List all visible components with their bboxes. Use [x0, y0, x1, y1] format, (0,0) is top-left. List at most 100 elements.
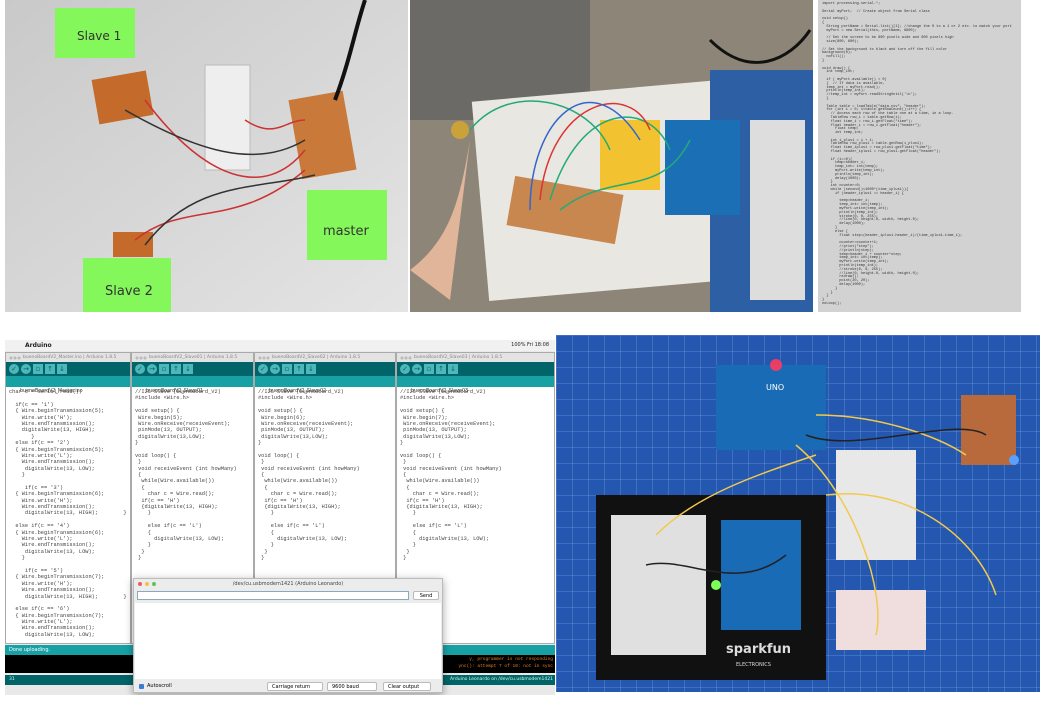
code-line: Wire.write('H'); — [9, 414, 73, 421]
code-line: Wire.write('L'); — [9, 619, 73, 626]
code-line: temp_int= int(temp); — [822, 203, 883, 208]
code-line: Table table = loadTable("data.csv", "hea… — [822, 104, 926, 109]
verify-icon[interactable]: ✓ — [135, 364, 145, 374]
code-line: if(c == 'H') — [400, 497, 445, 504]
code-line: void receiveEvent (int howMany) — [135, 465, 237, 472]
verify-icon[interactable]: ✓ — [9, 364, 19, 374]
sketch-tab[interactable]: buenoBoardV2_Slave02 — [261, 387, 335, 397]
breadboard — [836, 450, 916, 560]
save-icon[interactable]: ↓ — [306, 364, 316, 374]
code-line: size(800, 600); — [822, 39, 859, 44]
save-icon[interactable]: ↓ — [183, 364, 193, 374]
send-button[interactable]: Send — [413, 591, 439, 600]
new-icon[interactable]: ▫ — [282, 364, 292, 374]
code-line: if (i==0){ — [822, 157, 853, 162]
code-line: { — [135, 484, 145, 491]
code-line: digitalWrite(13,LOW); — [258, 433, 328, 440]
upload-icon[interactable]: → — [412, 364, 422, 374]
code-line: Wire.endTransmission(); — [9, 587, 95, 594]
verify-icon[interactable]: ✓ — [258, 364, 268, 374]
app-menu[interactable]: Arduino — [25, 342, 52, 349]
serial-monitor-window: /dev/cu.usbmodem1421 (Arduino Leonardo) … — [133, 578, 443, 693]
code-line: char c = Wire.read(); — [135, 491, 215, 498]
open-icon[interactable]: ↑ — [45, 364, 55, 374]
code-line: void setup() — [822, 17, 848, 22]
save-icon[interactable]: ↓ — [57, 364, 67, 374]
open-icon[interactable]: ↑ — [171, 364, 181, 374]
code-line: } — [400, 440, 404, 447]
new-icon[interactable]: ▫ — [33, 364, 43, 374]
verify-icon[interactable]: ✓ — [400, 364, 410, 374]
upload-icon[interactable]: → — [270, 364, 280, 374]
new-icon[interactable]: ▫ — [424, 364, 434, 374]
open-icon[interactable]: ↑ — [436, 364, 446, 374]
line-ending-select[interactable]: Carriage return — [267, 682, 323, 691]
code-line: //print("step"); — [822, 245, 874, 249]
code-line: myPort = new Serial(this, portName, 9600… — [822, 28, 917, 33]
code-line: } — [135, 548, 145, 555]
code-line: //println(step); — [822, 248, 874, 253]
serial-input[interactable] — [137, 591, 409, 600]
code-line: //line(0, height-0, width, height-0); — [822, 271, 920, 276]
code-line: while(Wire.available()) — [400, 478, 480, 485]
code-line: Wire.endTransmission(); — [9, 420, 95, 427]
code-line: { — [822, 20, 825, 25]
code-line: TableRow row_i = table.getRow(i); — [822, 115, 902, 120]
code-line: } — [822, 286, 838, 291]
code-line: float step=(header_iplus1-header_i)/(tim… — [822, 233, 963, 238]
code-line: //I2C Slave (BuenoBoard_V2) — [400, 389, 486, 395]
arduino-board — [721, 520, 801, 630]
save-icon[interactable]: ↓ — [448, 364, 458, 374]
slave1-board — [91, 70, 154, 125]
code-editor[interactable]: //I2C Slave (BuenoBoard_V2)#include <Wir… — [132, 387, 253, 564]
code-line: stroke(0, 0, 255); — [822, 214, 879, 219]
sketch-tab[interactable]: buenoBoardV2_Master.ino — [12, 387, 91, 397]
code-line: while(Wire.available()) — [258, 478, 338, 485]
code-line: { — [258, 484, 268, 491]
new-icon[interactable]: ▫ — [159, 364, 169, 374]
code-line: delay(1000); — [822, 282, 866, 287]
code-editor[interactable]: //I2C Slave (BuenoBoard_V2)#include <Wir… — [255, 387, 395, 564]
autoscroll-checkbox[interactable] — [139, 684, 144, 689]
code-line: digitalWrite(13,LOW); — [400, 433, 470, 440]
code-line: digitalWrite(13, LOW); — [9, 465, 95, 472]
window-title: buenoBoardV2_Slave03 | Arduino 1.8.5 — [397, 353, 554, 362]
sketch-tab[interactable]: buenoBoardV2_Slave03 — [403, 387, 477, 397]
code-line: } — [822, 58, 825, 63]
baud-rate-select[interactable]: 9600 baud — [327, 682, 377, 691]
clear-output-button[interactable]: Clear output — [383, 682, 431, 691]
code-line: void loop() { — [400, 452, 442, 459]
upload-icon[interactable]: → — [147, 364, 157, 374]
code-line: } — [400, 555, 407, 562]
code-line: } — [258, 459, 265, 466]
code-line: temp_int = myPort.read(); — [822, 85, 881, 90]
code-line: digitalWrite(13, HIGH); } — [9, 593, 127, 600]
code-line: if(c == '3') — [9, 484, 64, 491]
code-line: while(Wire.available()) — [135, 478, 215, 485]
code-editor[interactable]: char c = serial.read(); if(c == '1') { W… — [6, 387, 130, 640]
code-line: Wire.onReceive(receiveEvent); — [258, 420, 354, 427]
sketch-tab[interactable]: buenoBoardV2_Slave01 — [138, 387, 212, 397]
open-icon[interactable]: ↑ — [294, 364, 304, 374]
code-editor[interactable]: //I2C Slave (BuenoBoard_V2)#include <Wir… — [397, 387, 554, 564]
code-line: void receiveEvent (int howMany) — [258, 465, 360, 472]
code-line: { // If data is available, — [822, 81, 885, 86]
code-line: delay(1000); — [822, 176, 861, 181]
code-line: } — [135, 555, 142, 562]
code-line: while (second()<1000*(time_iplus1)){ — [822, 188, 909, 193]
code-line: else if(c == 'L') — [258, 523, 325, 530]
window-controls[interactable] — [138, 582, 156, 586]
upload-icon[interactable]: → — [21, 364, 31, 374]
master-board — [288, 90, 357, 180]
code-line: void setup() { — [400, 408, 445, 415]
sticky-note-master: master — [307, 190, 387, 260]
arduino-board — [665, 120, 740, 215]
photo-sparkfun-setup: UNO sparkfun ELECTRONICS — [556, 335, 1040, 692]
line-number: 31 — [9, 677, 15, 682]
code-line: { Wire.beginTransmission(5); — [9, 408, 105, 415]
code-line: } — [400, 548, 410, 555]
code-line: float header_iplus1 = row_plus1.getFloat… — [822, 150, 941, 155]
svg-text:Slave 2: Slave 2 — [105, 284, 153, 299]
code-line: String portName = Serial.list()[1]; //ch… — [822, 24, 1012, 29]
code-line: Wire.begin(7); — [400, 414, 448, 421]
